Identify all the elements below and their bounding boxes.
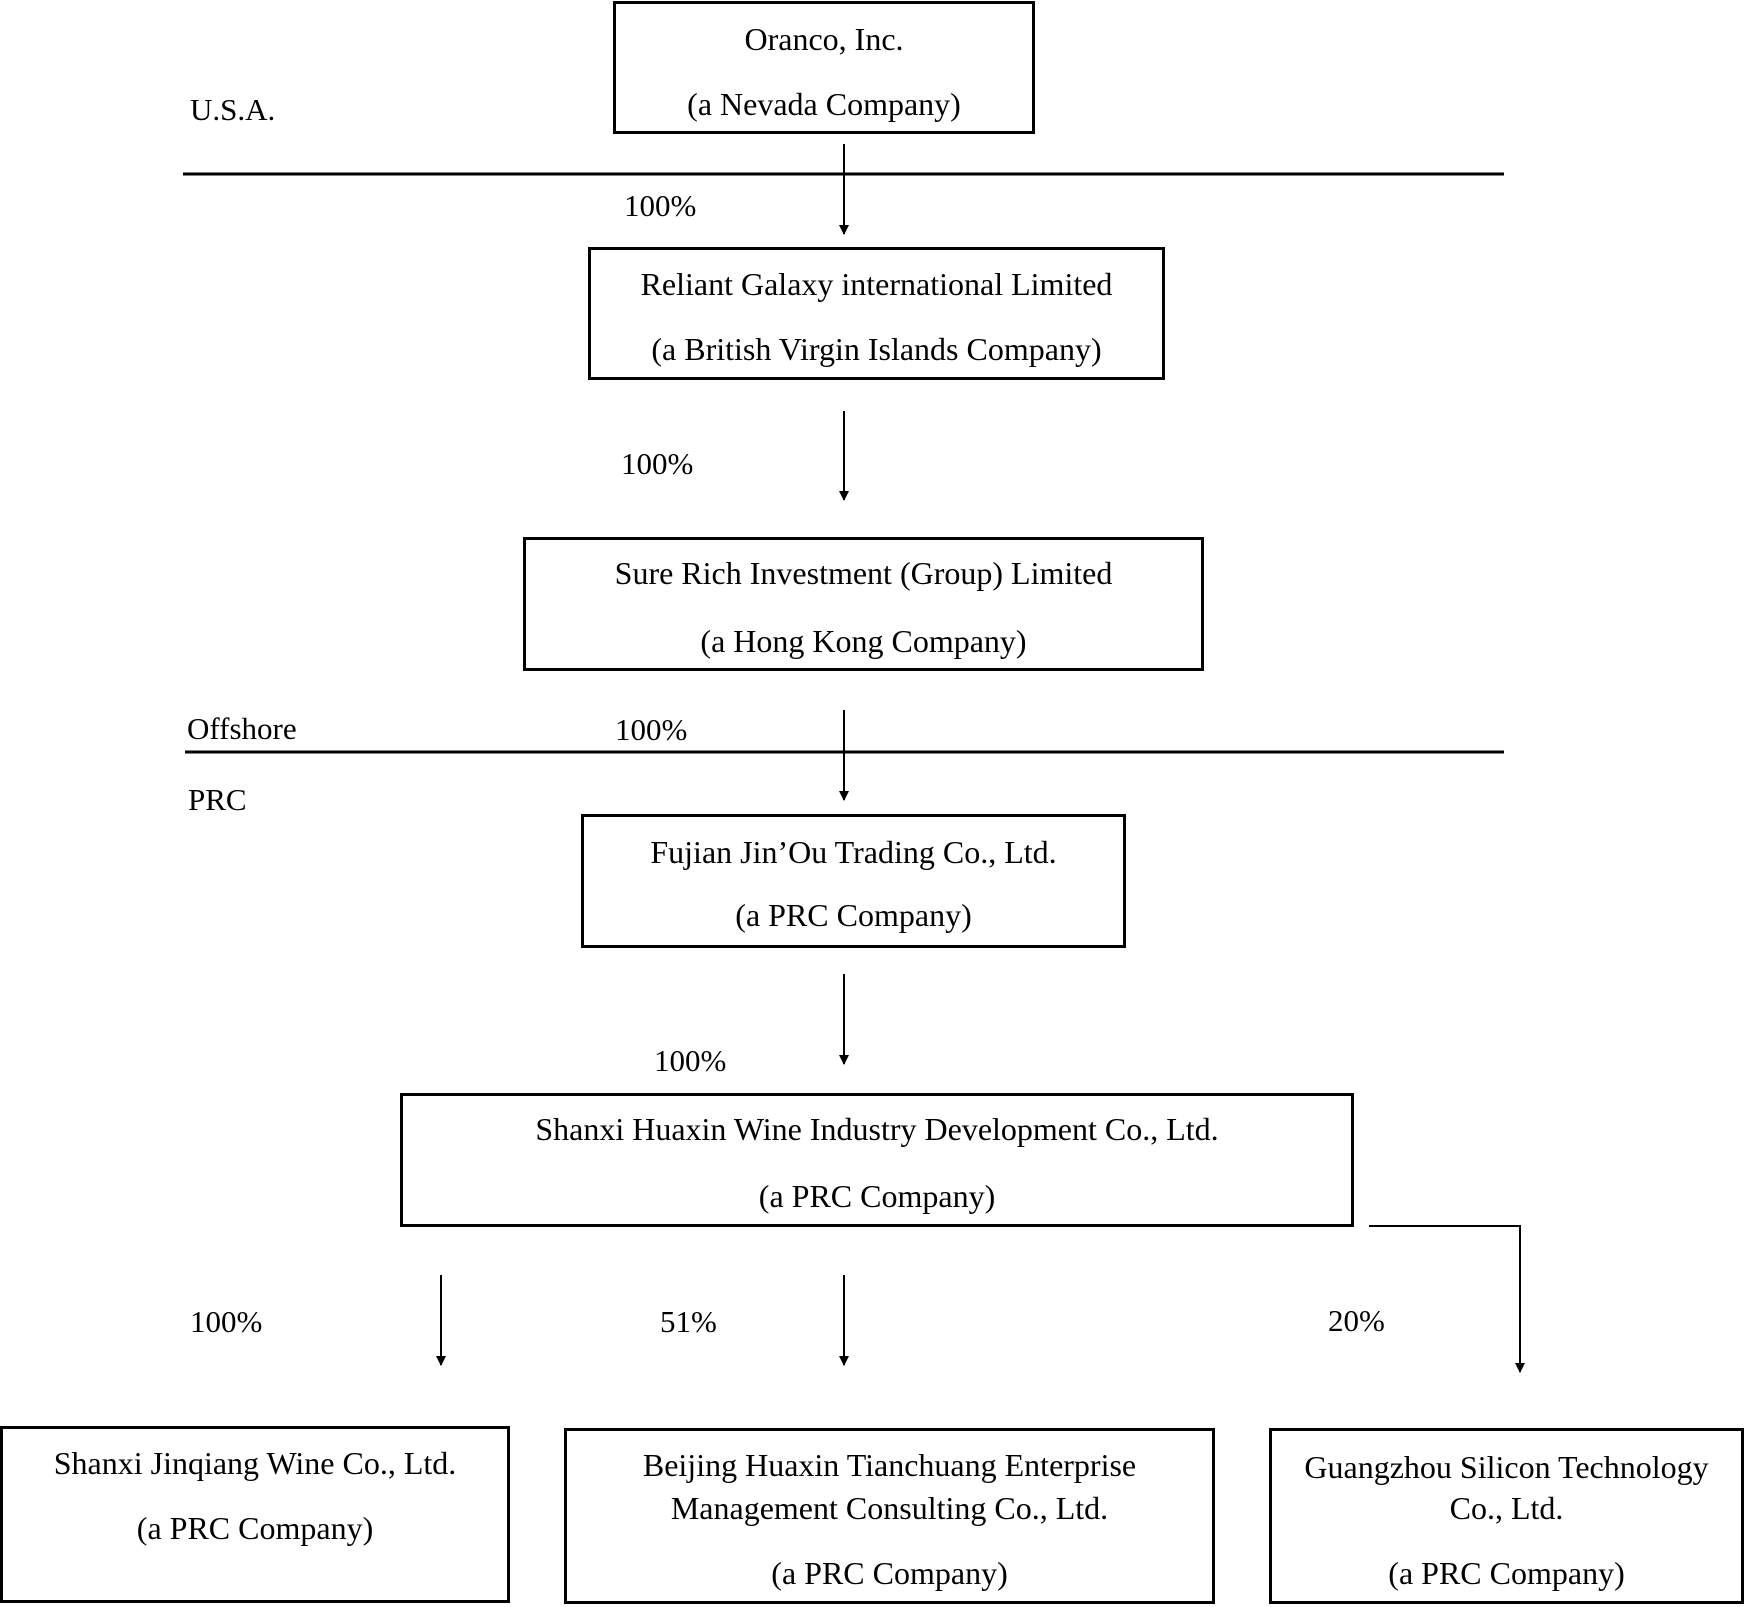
entity-fujian-jinou: Fujian Jin’Ou Trading Co., Ltd. (a PRC C… — [581, 814, 1126, 948]
entity-name-line2: Management Consulting Co., Ltd. — [670, 1490, 1109, 1526]
entity-beijing-huaxin: Beijing Huaxin Tianchuang Enterprise Man… — [564, 1428, 1215, 1604]
entity-guangzhou-silicon: Guangzhou Silicon Technology Co., Ltd. (… — [1269, 1428, 1744, 1604]
entity-name: Reliant Galaxy international Limited — [640, 266, 1113, 302]
region-label-prc: PRC — [188, 782, 247, 817]
entity-name-line2: Co., Ltd. — [1449, 1490, 1564, 1526]
arrow-shanxi-huaxin-to-guangzhou — [1369, 1225, 1525, 1373]
entity-jurisdiction: (a PRC Company) — [136, 1510, 374, 1546]
ownership-shanxi-huaxin-to-beijing: 51% — [660, 1304, 717, 1339]
entity-sure-rich: Sure Rich Investment (Group) Limited (a … — [523, 537, 1204, 671]
entity-oranco: Oranco, Inc. (a Nevada Company) — [613, 1, 1035, 134]
entity-jurisdiction: (a PRC Company) — [735, 897, 972, 933]
ownership-sure-rich-to-fujian: 100% — [615, 712, 688, 747]
entity-reliant-galaxy: Reliant Galaxy international Limited (a … — [588, 247, 1165, 380]
ownership-shanxi-huaxin-to-jinqiang: 100% — [190, 1304, 263, 1339]
entity-jurisdiction: (a Hong Kong Company) — [700, 623, 1027, 659]
entity-shanxi-jinqiang: Shanxi Jinqiang Wine Co., Ltd. (a PRC Co… — [0, 1426, 510, 1603]
region-label-usa: U.S.A. — [190, 92, 276, 127]
entity-shanxi-huaxin: Shanxi Huaxin Wine Industry Development … — [400, 1093, 1354, 1227]
entity-jurisdiction: (a PRC Company) — [771, 1555, 1008, 1591]
entity-jurisdiction: (a British Virgin Islands Company) — [651, 331, 1102, 367]
entity-name: Shanxi Jinqiang Wine Co., Ltd. — [53, 1445, 457, 1481]
entity-name: Fujian Jin’Ou Trading Co., Ltd. — [650, 834, 1057, 870]
entity-jurisdiction: (a PRC Company) — [1388, 1555, 1625, 1591]
entity-name: Oranco, Inc. — [744, 21, 904, 57]
entity-name-line1: Guangzhou Silicon Technology — [1304, 1449, 1709, 1485]
ownership-shanxi-huaxin-to-guangzhou: 20% — [1328, 1303, 1385, 1338]
ownership-oranco-to-reliant: 100% — [624, 188, 697, 223]
ownership-fujian-to-shanxi-huaxin: 100% — [654, 1043, 727, 1078]
entity-jurisdiction: (a PRC Company) — [758, 1178, 996, 1214]
entity-name: Shanxi Huaxin Wine Industry Development … — [535, 1111, 1219, 1147]
entity-jurisdiction: (a Nevada Company) — [687, 86, 961, 122]
ownership-reliant-to-sure-rich: 100% — [621, 446, 694, 481]
region-label-offshore: Offshore — [187, 711, 297, 746]
entity-name-line1: Beijing Huaxin Tianchuang Enterprise — [642, 1447, 1137, 1483]
entity-name: Sure Rich Investment (Group) Limited — [614, 555, 1113, 591]
